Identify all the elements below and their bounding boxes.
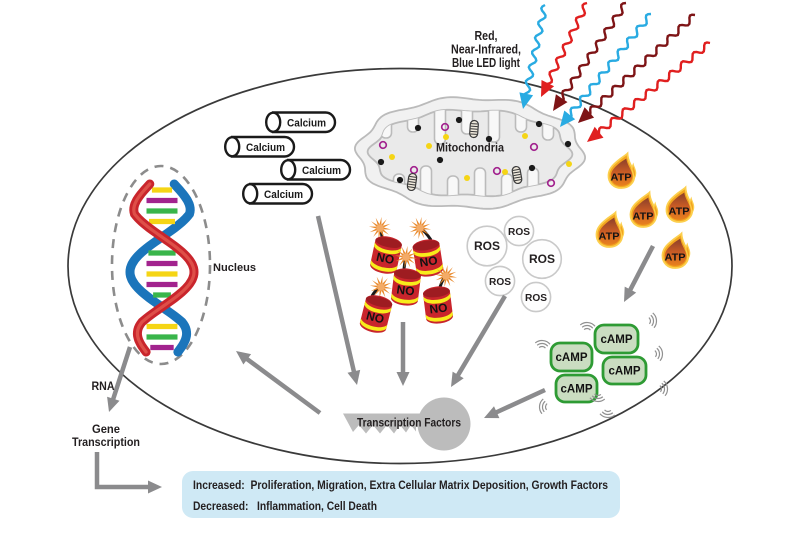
svg-text:cAMP: cAMP <box>556 352 588 364</box>
svg-text:Near-Infrared,: Near-Infrared, <box>451 43 521 57</box>
svg-text:Blue LED light: Blue LED light <box>452 56 521 70</box>
svg-text:ROS: ROS <box>529 254 555 266</box>
svg-text:Nucleus: Nucleus <box>213 262 256 274</box>
svg-text:Transcription Factors: Transcription Factors <box>357 418 461 430</box>
svg-text:ROS: ROS <box>525 292 547 304</box>
svg-text:ROS: ROS <box>474 241 500 253</box>
svg-text:cAMP: cAMP <box>561 384 593 396</box>
svg-text:Decreased: Inflammation, Cel: Decreased: Inflammation, Cell Death <box>193 500 377 513</box>
svg-text:Calcium: Calcium <box>246 142 285 154</box>
svg-text:cAMP: cAMP <box>609 366 641 378</box>
svg-text:Calcium: Calcium <box>264 189 303 201</box>
svg-text:Calcium: Calcium <box>302 165 341 177</box>
svg-text:Calcium: Calcium <box>287 117 326 129</box>
svg-text:ROS: ROS <box>508 226 530 238</box>
svg-text:Increased: Proliferation, Mig: Increased: Proliferation, Migration, Ext… <box>193 479 608 492</box>
svg-text:ROS: ROS <box>489 276 511 288</box>
svg-text:cAMP: cAMP <box>601 334 633 346</box>
svg-text:Red,: Red, <box>475 29 498 43</box>
svg-text:Gene: Gene <box>92 424 120 436</box>
svg-text:RNA: RNA <box>92 381 115 393</box>
svg-text:Mitochondria: Mitochondria <box>436 141 504 155</box>
svg-text:Transcription: Transcription <box>72 437 140 449</box>
